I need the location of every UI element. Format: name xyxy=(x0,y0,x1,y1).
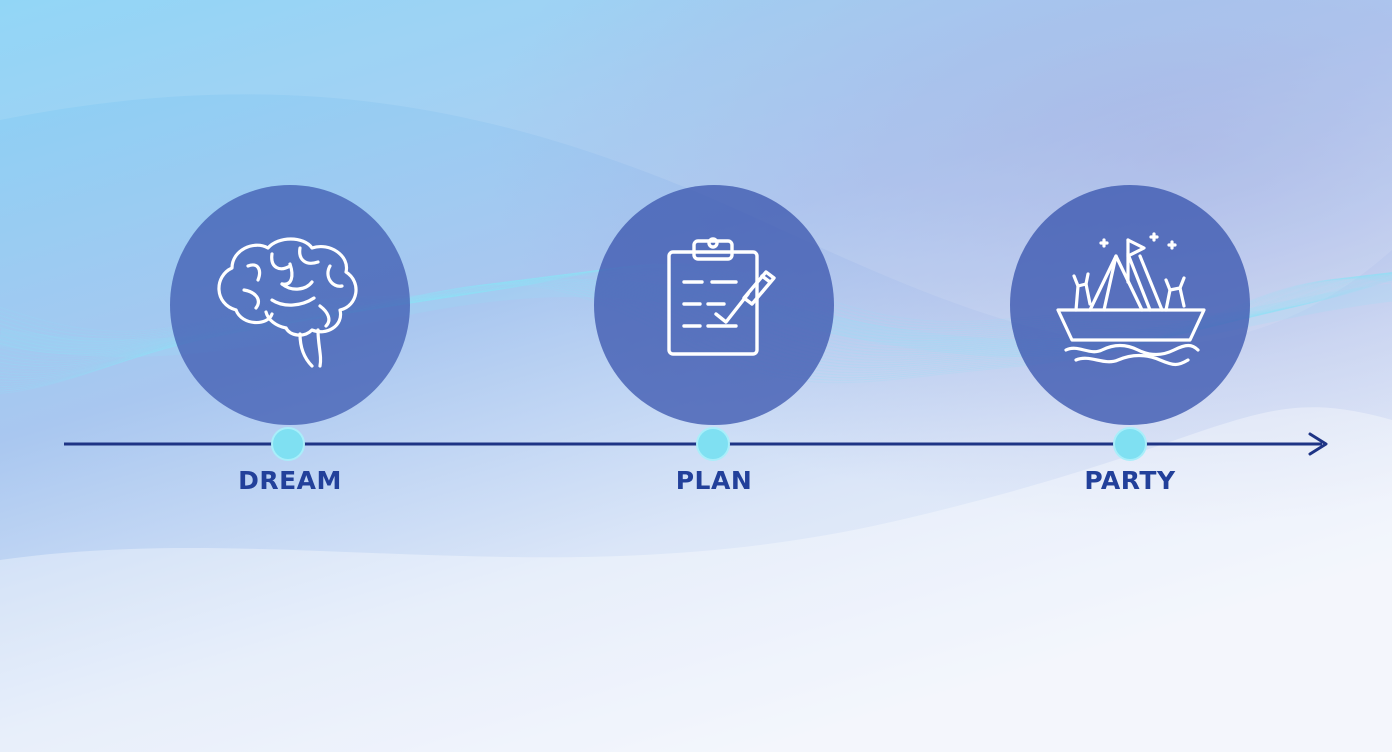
timeline-marker-plan xyxy=(696,427,730,461)
step-label-party: PARTY xyxy=(1084,466,1176,495)
step-circle-party xyxy=(1010,185,1250,425)
clipboard-check-icon xyxy=(667,237,776,356)
celebration-boat-icon xyxy=(1056,232,1206,367)
step-label-plan: PLAN xyxy=(675,466,753,495)
timeline-arrowhead xyxy=(1308,432,1328,456)
timeline-marker-party xyxy=(1113,427,1147,461)
step-label-dream: DREAM xyxy=(238,466,342,495)
timeline-marker-dream xyxy=(271,427,305,461)
brain-icon xyxy=(217,237,358,368)
bg-sweep-lower xyxy=(0,407,1392,752)
